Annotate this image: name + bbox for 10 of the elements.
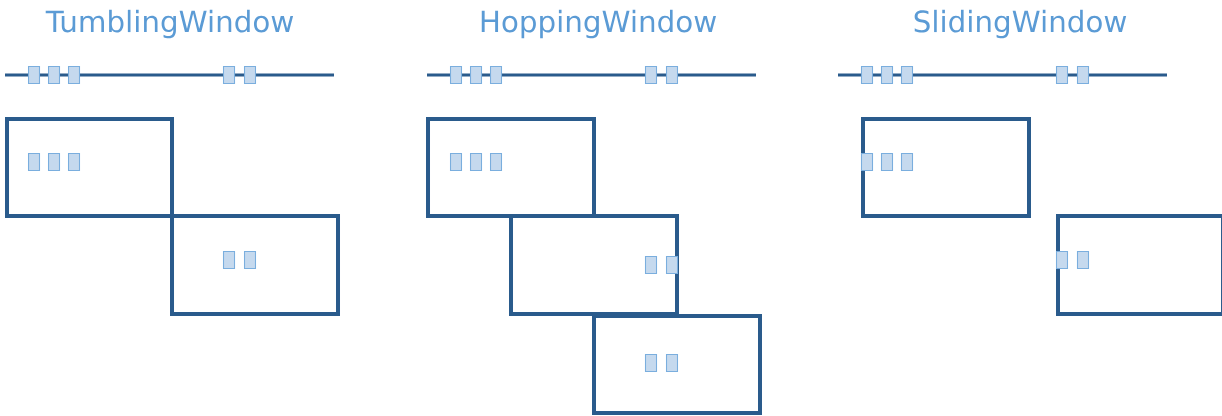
window-box — [509, 214, 679, 316]
window-box — [170, 214, 340, 316]
window-box — [592, 314, 762, 415]
window-box — [5, 117, 174, 218]
window-box — [426, 117, 596, 218]
window-box — [1056, 214, 1222, 316]
window-box — [861, 117, 1031, 218]
title: SlidingWindow — [914, 9, 1127, 39]
title: TumblingWindow — [45, 9, 294, 39]
title: HoppingWindow — [481, 9, 716, 39]
